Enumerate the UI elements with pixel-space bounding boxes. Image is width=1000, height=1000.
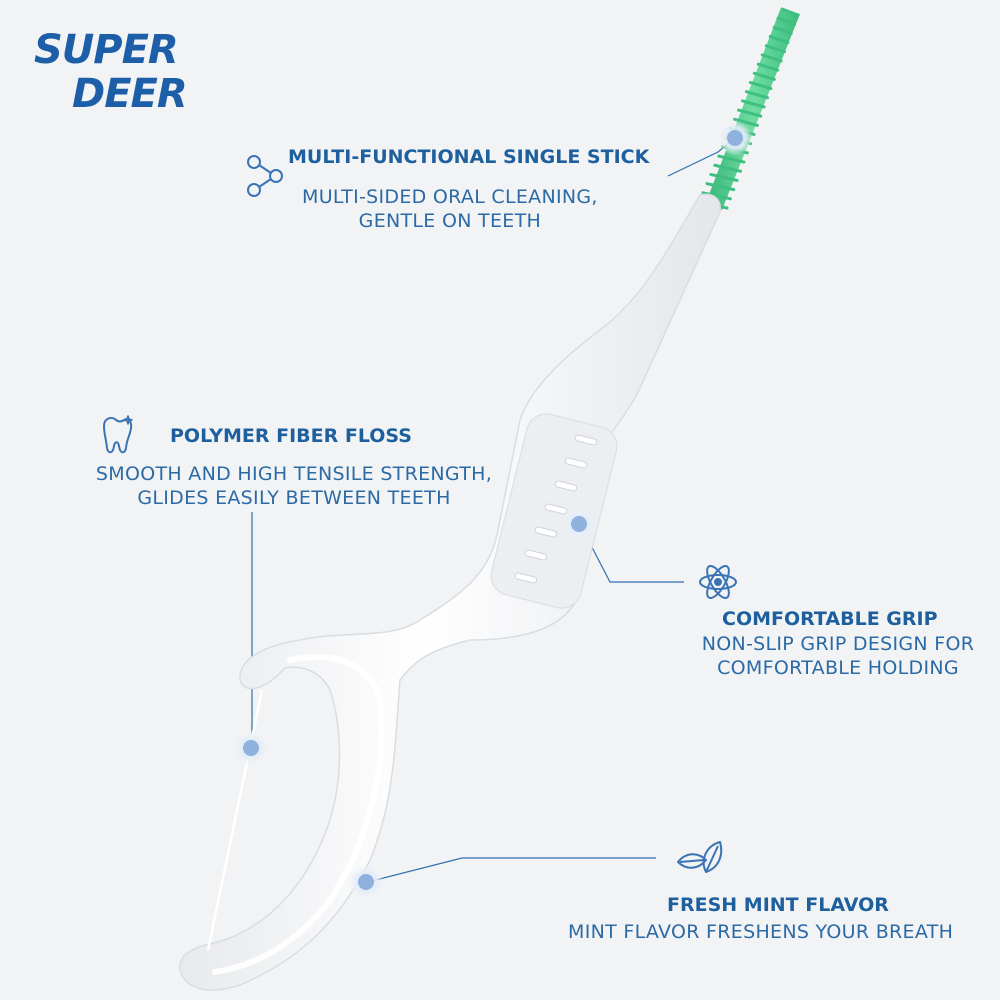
grip-ridge	[534, 526, 558, 538]
grip-ridge	[554, 480, 578, 492]
bristle-spike	[740, 99, 766, 109]
grip-ridge	[514, 572, 538, 584]
feature-desc-mint: MINT FLAVOR FRESHENS YOUR BREATH	[568, 921, 954, 943]
bristle-spike	[717, 154, 746, 164]
bristle-spike	[748, 81, 773, 91]
bristle-spike	[744, 90, 770, 100]
bristle-spike	[760, 53, 783, 63]
atom-icon	[699, 565, 737, 599]
feature-desc-floss: SMOOTH AND HIGH TENSILE STRENGTH, GLIDES…	[95, 463, 493, 509]
bristle-spike	[776, 16, 797, 26]
pick-body	[179, 193, 721, 991]
molecule-icon	[247, 155, 283, 197]
bristle-spike	[756, 62, 780, 72]
brand-line-2: DEER	[72, 71, 188, 117]
grip-ridges	[490, 413, 618, 609]
bristle-spike	[713, 163, 743, 173]
feature-title-grip: COMFORTABLE GRIP	[722, 608, 938, 630]
feature-title-stick: MULTI-FUNCTIONAL SINGLE STICK	[288, 146, 650, 168]
bristle-spike	[752, 71, 776, 81]
bristle-spike	[705, 182, 736, 192]
bristle-spike	[768, 35, 790, 45]
feature-desc-grip: NON-SLIP GRIP DESIGN FOR COMFORTABLE HOL…	[701, 633, 975, 679]
bristle-spike	[709, 172, 739, 182]
feature-title-mint: FRESH MINT FLAVOR	[667, 894, 889, 916]
bristle-spike	[780, 7, 800, 17]
bristle-spike	[772, 25, 793, 35]
leader-line-grip	[581, 527, 684, 583]
leader-line-mint	[367, 857, 656, 883]
grip-ridge	[574, 434, 598, 446]
brand-line-1: SUPER	[34, 27, 179, 73]
leaf-icon	[677, 841, 723, 873]
grip-ridge	[564, 457, 588, 469]
markers	[233, 120, 753, 900]
grip-ridge	[524, 549, 548, 561]
feature-desc-stick: MULTI-SIDED ORAL CLEANING, GENTLE ON TEE…	[302, 186, 598, 232]
brush-bristles	[697, 7, 800, 210]
bristle-spike	[737, 108, 763, 118]
bristle-spike	[764, 44, 786, 54]
feature-title-floss: POLYMER FIBER FLOSS	[170, 425, 412, 447]
floss-line	[206, 689, 264, 951]
bristle-spike	[733, 117, 759, 127]
leader-lines	[251, 137, 736, 883]
tooth-icon	[103, 415, 133, 454]
brand-logo: SUPER DEER	[34, 27, 188, 117]
